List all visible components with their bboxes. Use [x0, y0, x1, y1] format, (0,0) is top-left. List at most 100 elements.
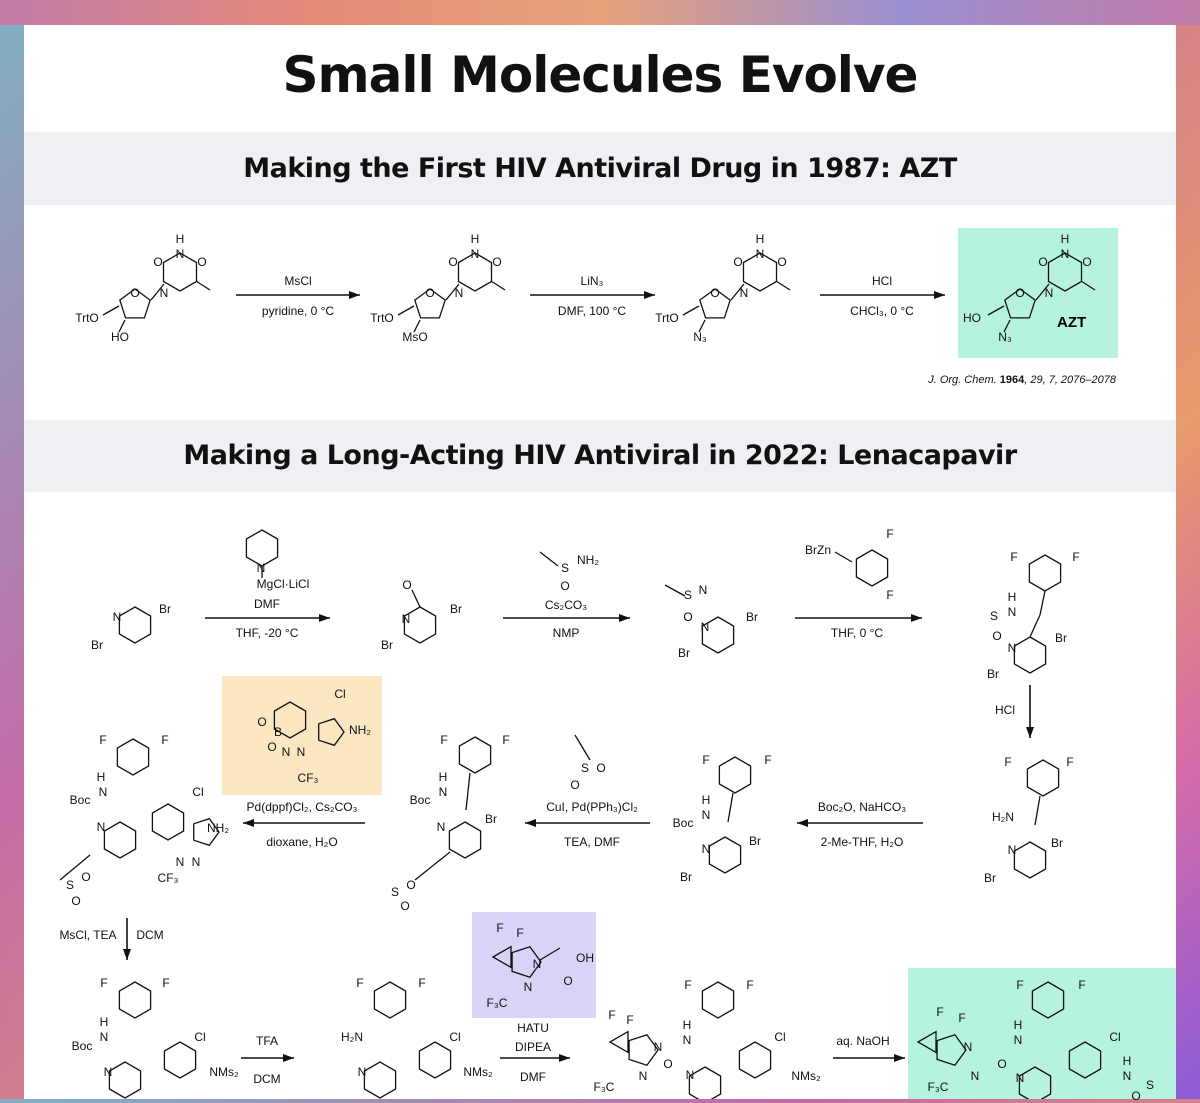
pentagon-ring: [119, 288, 151, 319]
atom-label: N: [99, 1030, 109, 1044]
atom-label: MgCl·LiCl: [256, 577, 310, 591]
atom-label: N: [191, 855, 201, 869]
atom-label: N: [175, 247, 185, 261]
atom-label: TrtO: [75, 311, 99, 325]
hexagon-ring: [708, 836, 742, 874]
boronate-highlight: [222, 676, 382, 795]
atom-label: F: [440, 733, 448, 747]
atom-label: N: [281, 745, 291, 759]
atom-label: F: [958, 1011, 966, 1025]
hexagon-ring: [118, 606, 152, 644]
atom-label: NH₂: [349, 723, 371, 737]
arrowhead-icon: [911, 614, 922, 622]
pentagon-ring: [936, 1034, 967, 1066]
bond: [727, 792, 734, 823]
atom-label: Boc: [69, 793, 91, 807]
bond: [775, 280, 791, 291]
reagent-bottom: THF, 0 °C: [830, 626, 884, 640]
atom-label: N: [470, 247, 480, 261]
bond: [102, 305, 120, 316]
reagent-top: Boc₂O, NaHCO₃: [817, 800, 907, 814]
atom-label: F: [1016, 978, 1024, 992]
atom-label: N: [698, 583, 708, 597]
gradient-frame: [0, 0, 1200, 25]
bond: [834, 551, 853, 563]
reagent-top: HATU: [517, 1021, 549, 1035]
arrowhead-icon: [797, 819, 808, 827]
hexagon-ring: [403, 606, 437, 644]
atom-label: F₃C: [486, 996, 508, 1010]
page-title: Small Molecules Evolve: [282, 46, 919, 104]
atom-label: H: [1060, 232, 1070, 246]
atom-label: N: [653, 1040, 663, 1054]
atom-label: F: [626, 1013, 634, 1027]
hexagon-ring: [162, 252, 198, 292]
bond: [445, 283, 460, 301]
atom-label: CF₃: [157, 871, 179, 885]
atom-label: H: [755, 232, 765, 246]
atom-label: F: [684, 978, 692, 992]
atom-label: Cl: [449, 1030, 461, 1044]
acid-highlight: [472, 912, 596, 1018]
atom-label: O: [733, 255, 743, 269]
atom-label: N: [523, 980, 533, 994]
atom-label: Boc: [672, 816, 694, 830]
atom-label: O: [777, 255, 787, 269]
reagent-top: MsCl: [284, 274, 312, 288]
pentagon-ring: [699, 288, 731, 319]
atom-label: Br: [678, 646, 690, 660]
atom-label: F: [496, 921, 504, 935]
bond: [539, 947, 561, 961]
hexagon-ring: [273, 701, 307, 739]
atom-label: NH₂: [207, 821, 229, 835]
bond: [150, 283, 165, 301]
atom-label: Cl: [334, 687, 346, 701]
atom-label: O: [197, 255, 207, 269]
hexagon-ring: [1018, 1066, 1052, 1099]
atom-label: O: [560, 579, 570, 593]
atom-label: Cl: [194, 1030, 206, 1044]
bond: [59, 854, 91, 881]
arrowhead-icon: [644, 291, 655, 299]
azt-label: AZT: [1057, 314, 1087, 331]
atom-label: O: [992, 629, 1002, 643]
atom-label: N: [159, 286, 169, 300]
hexagon-ring: [1047, 252, 1083, 292]
bond: [397, 305, 415, 316]
atom-label: O: [267, 740, 277, 754]
atom-label: Br: [746, 610, 758, 624]
atom-label: N: [963, 1040, 973, 1054]
atom-label: O: [596, 761, 606, 775]
reagent-top: TFA: [255, 1034, 279, 1048]
pentagon-ring: [318, 717, 345, 747]
atom-label: MsO: [402, 330, 428, 344]
citation-year: 1964: [999, 374, 1025, 386]
atom-label: N: [296, 745, 306, 759]
atom-label: N: [1007, 605, 1017, 619]
atom-label: O: [153, 255, 163, 269]
atom-label: F: [356, 976, 364, 990]
atom-label: F: [746, 978, 754, 992]
atom-label: Boc: [409, 793, 431, 807]
atom-label: H₂N: [992, 810, 1014, 824]
reagent-top: Cs₂CO₃: [544, 598, 588, 612]
atom-label: F: [1078, 978, 1086, 992]
atom-label: H: [175, 232, 185, 246]
atom-label: O: [710, 286, 720, 300]
atom-label: N: [1013, 1033, 1023, 1047]
atom-label: F: [161, 733, 169, 747]
atom-label: Br: [485, 812, 497, 826]
bond: [195, 280, 211, 291]
atom-label: F: [1010, 550, 1018, 564]
atom-label: F₃C: [927, 1080, 949, 1094]
hexagon-ring: [1028, 554, 1062, 592]
reagent-bottom: DMF, 100 °C: [557, 304, 627, 318]
atom-label: S: [560, 561, 570, 575]
atom-label: F₃C: [593, 1080, 615, 1094]
arrowhead-icon: [934, 291, 945, 299]
atom-label: Br: [381, 638, 393, 652]
atom-label: F: [1072, 550, 1080, 564]
atom-label: F: [516, 926, 524, 940]
bond: [539, 551, 559, 567]
hexagon-ring: [103, 821, 137, 859]
